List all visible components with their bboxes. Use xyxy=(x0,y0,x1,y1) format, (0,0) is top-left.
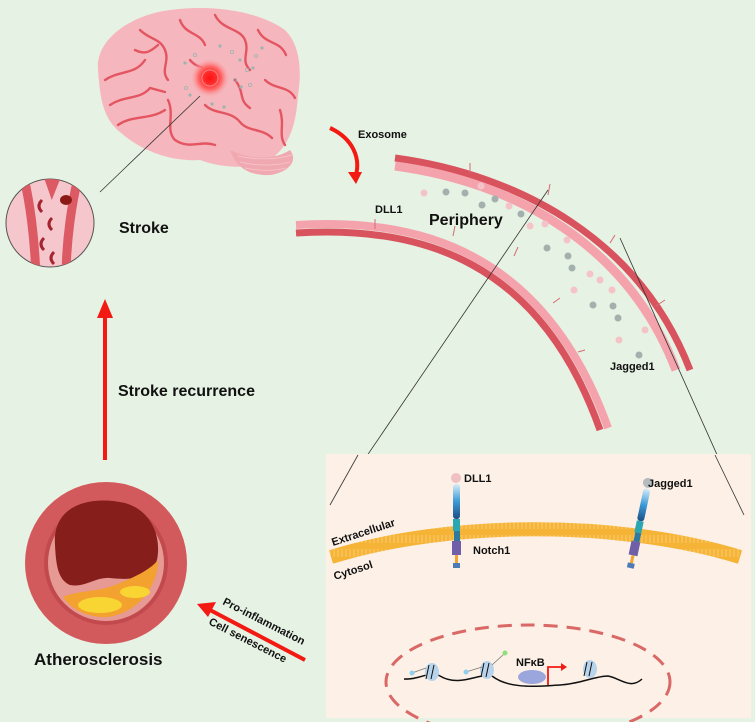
vessel-outer-wall xyxy=(394,154,694,372)
notch1-label: Notch1 xyxy=(473,545,510,557)
stroke-label: Stroke xyxy=(119,220,169,237)
stroke-recurrence-label: Stroke recurrence xyxy=(118,383,255,400)
brain-illustration xyxy=(97,8,300,176)
cell-signaling-inset: Extracellular Cytosol DLL1 Notch1 Jagged… xyxy=(326,454,751,722)
exosome-arrowhead xyxy=(348,172,362,184)
recurrence-arrowhead xyxy=(97,299,113,318)
nfkb-protein xyxy=(518,670,546,684)
atherosclerotic-artery xyxy=(25,482,187,644)
dll1-ligand xyxy=(451,473,461,483)
transcription-start-arrow xyxy=(547,666,562,685)
nucleosomes xyxy=(425,660,597,681)
circulating-exosomes xyxy=(420,182,649,359)
vessel-outer-endothelium xyxy=(394,161,681,372)
vessel-inner-wall xyxy=(295,228,604,432)
jagged1-receptor-label: Jagged1 xyxy=(648,478,693,490)
peripheral-vessel xyxy=(295,154,694,432)
periphery-label: Periphery xyxy=(429,212,503,229)
dll1-notch1-complex xyxy=(451,473,461,568)
cerebellum xyxy=(230,150,294,176)
lesion-connector-line xyxy=(99,95,201,193)
exosome-label: Exosome xyxy=(358,129,407,141)
jagged1-notch1-complex xyxy=(626,477,653,569)
vessel-inner-endothelium xyxy=(295,219,612,430)
artery-lumen xyxy=(54,500,159,586)
jagged1-ligand xyxy=(642,477,653,488)
stroke-lesion xyxy=(190,58,230,98)
nucleus-envelope xyxy=(384,623,672,722)
occluded-vessel-inset xyxy=(5,178,95,268)
dll1-receptor-label: DLL1 xyxy=(464,473,492,485)
brain-sulci xyxy=(103,13,297,147)
lesion-ring xyxy=(201,69,219,87)
inflammation-arrow xyxy=(209,608,306,662)
atherosclerosis-label: Atherosclerosis xyxy=(34,650,163,669)
nfkb-label: NFκB xyxy=(516,657,545,669)
brain-exosome-dots xyxy=(183,44,264,109)
inflammation-arrowhead xyxy=(197,602,216,617)
exosome-arrow xyxy=(329,126,360,179)
plaque-core xyxy=(78,597,122,613)
vessel-jagged1-label: Jagged1 xyxy=(610,361,655,373)
notch1-receptor xyxy=(452,541,461,555)
histone-marks xyxy=(409,650,508,676)
vessel-dll1-label: DLL1 xyxy=(375,204,403,216)
cerebellum-folds xyxy=(237,154,293,171)
